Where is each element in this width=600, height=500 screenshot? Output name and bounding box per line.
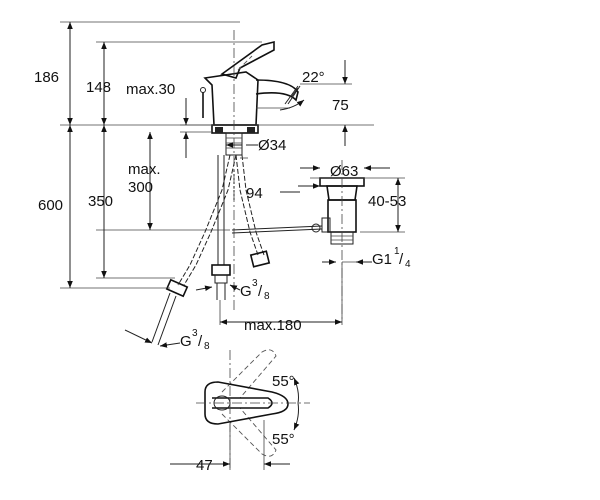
svg-text:G1: G1 — [372, 251, 392, 268]
dim-47: 47 — [196, 457, 213, 474]
hose-right — [235, 154, 259, 256]
svg-text:1: 1 — [394, 246, 400, 257]
dim-angle-22: 22° — [302, 69, 325, 86]
svg-text:/: / — [258, 283, 263, 300]
svg-text:3: 3 — [252, 278, 258, 289]
svg-text:8: 8 — [204, 341, 210, 352]
dim-diameter-63: Ø63 — [330, 163, 358, 180]
svg-text:G: G — [240, 283, 252, 300]
extension-lines — [60, 21, 405, 325]
faucet-body — [203, 71, 259, 126]
faucet-top-view — [170, 349, 310, 470]
dim-350: 350 — [88, 193, 113, 210]
dim-186: 186 — [34, 69, 59, 86]
dim-angle-55-bottom: 55° — [272, 431, 295, 448]
svg-text:/: / — [399, 251, 404, 268]
hose-nut-left — [165, 278, 189, 298]
svg-text:G: G — [180, 333, 192, 350]
hose-nut-right — [249, 250, 271, 268]
dim-max30: max.30 — [126, 81, 175, 98]
dim-diameter-34: Ø34 — [258, 137, 286, 154]
svg-text:8: 8 — [264, 291, 270, 302]
svg-text:4: 4 — [405, 259, 411, 270]
dim-94: 94 — [246, 185, 263, 202]
top-view-body — [204, 381, 289, 425]
pop-up-waste — [231, 160, 365, 322]
dimension-lines — [67, 22, 401, 348]
supply-hoses — [151, 154, 271, 346]
dim-40-53: 40-53 — [368, 193, 406, 210]
dim-max300: 300 — [128, 179, 153, 196]
hose-nut-middle — [211, 264, 231, 276]
dim-g1-quarter: G1 1 / 4 — [372, 246, 411, 270]
dim-148: 148 — [86, 79, 111, 96]
lever-handle — [220, 40, 275, 79]
dim-max180: max.180 — [244, 317, 302, 334]
svg-text:3: 3 — [192, 328, 198, 339]
faucet-front-view — [200, 30, 299, 310]
dim-g3-8-middle: G 3 / 8 — [240, 278, 270, 302]
dim-angle-55-top: 55° — [272, 373, 295, 390]
dim-g3-8-left: G 3 / 8 — [180, 328, 210, 352]
dim-max-label: max. — [128, 161, 161, 178]
spout — [255, 79, 299, 102]
hose-left — [177, 154, 231, 286]
svg-text:/: / — [198, 333, 203, 350]
dim-600: 600 — [38, 197, 63, 214]
pop-up-linkage — [231, 225, 323, 231]
dim-75: 75 — [332, 97, 349, 114]
